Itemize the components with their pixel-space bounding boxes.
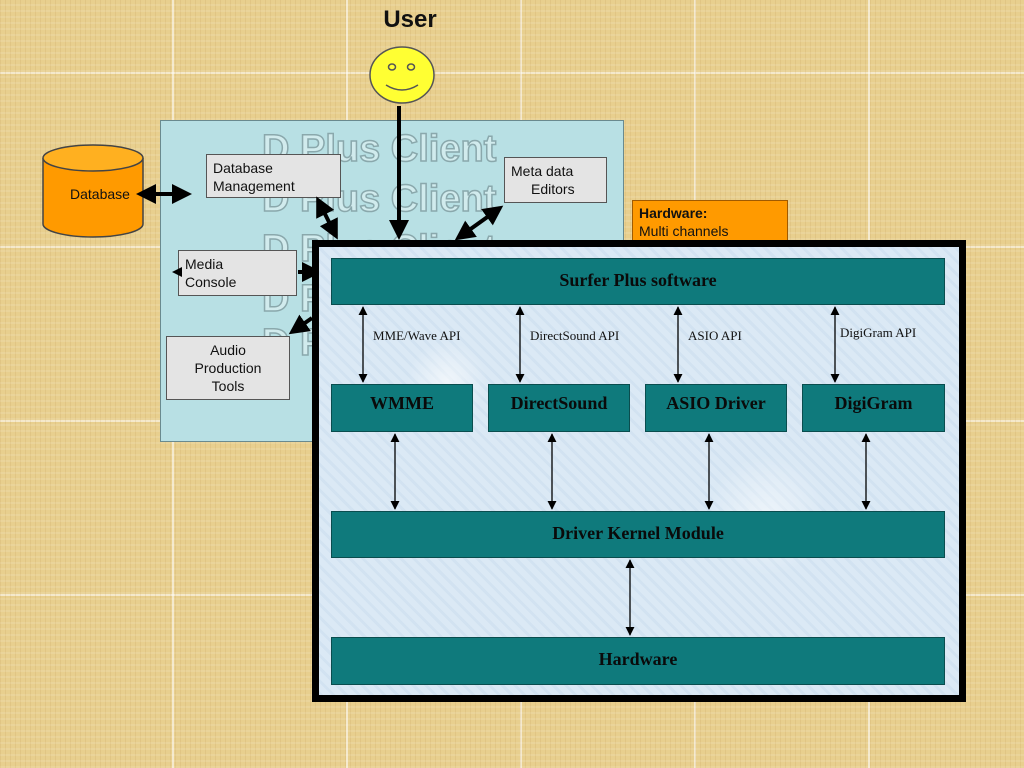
database-management-line2: Management: [213, 178, 295, 194]
audio-production-tools-box: Audio Production Tools: [166, 336, 290, 400]
user-label: User: [383, 6, 437, 33]
driver-kernel-module-bar: Driver Kernel Module: [331, 511, 945, 558]
audio-production-tools-line3: Tools: [211, 378, 245, 394]
digigram-api-label: DigiGram API: [840, 325, 917, 340]
audio-production-tools-line2: Production: [194, 360, 262, 376]
hardware-bar: Hardware: [331, 637, 945, 685]
directsound-api-label: DirectSound API: [530, 328, 620, 343]
meta-link-arrow: [454, 205, 504, 241]
hardware-note-text: Multi channels: [639, 223, 729, 239]
media-console-line2: Console: [185, 274, 237, 290]
user-smiley-icon: [369, 46, 435, 104]
meta-data-editors-line2: Editors: [531, 181, 575, 197]
mme-wave-api-label: MME/Wave API: [373, 328, 461, 343]
meta-data-editors-box: Meta data Editors: [504, 157, 607, 203]
surfer-plus-frame: [312, 240, 966, 702]
directsound-box: DirectSound: [488, 384, 630, 432]
media-console-box: Media Console: [178, 250, 297, 296]
asio-driver-box: ASIO Driver: [645, 384, 787, 432]
surfer-plus-software-bar: Surfer Plus software: [331, 258, 945, 305]
database-label: Database: [70, 186, 130, 202]
wmme-box: WMME: [331, 384, 473, 432]
audio-production-tools-line1: Audio: [210, 342, 246, 358]
meta-data-editors-line1: Meta data: [511, 163, 574, 179]
database-management-box: Database Management: [206, 154, 341, 198]
digigram-box: DigiGram: [802, 384, 945, 432]
hardware-note-title: Hardware:: [639, 205, 708, 221]
media-console-line1: Media: [185, 256, 224, 272]
database-management-line1: Database: [213, 160, 273, 176]
dbmgmt-link-arrow: [316, 196, 338, 240]
database-cylinder-icon: [42, 144, 144, 238]
asio-api-label: ASIO API: [688, 328, 742, 343]
audio-link-arrow: [288, 314, 314, 335]
